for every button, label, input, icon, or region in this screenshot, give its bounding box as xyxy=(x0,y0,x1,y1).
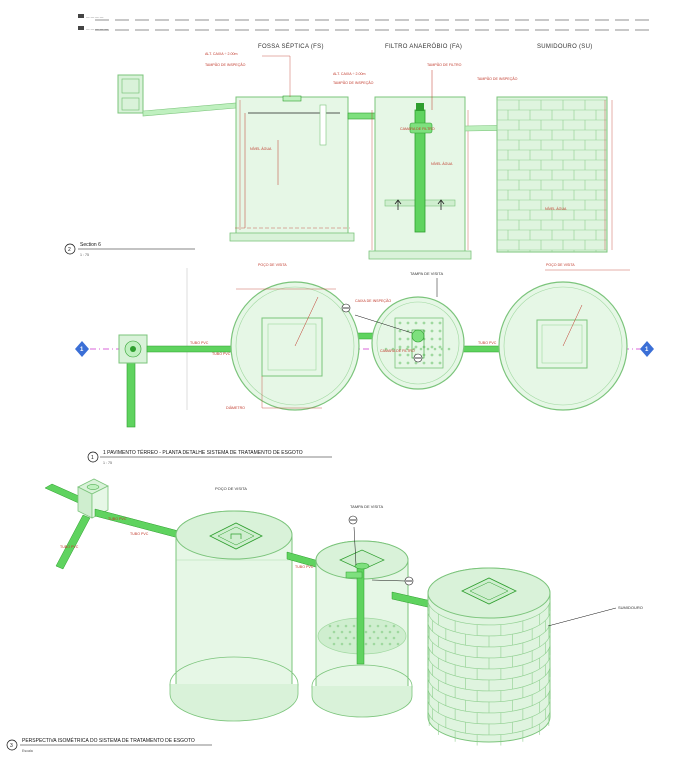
plan-filtro-tee-label: CAMARA DE FILTRO xyxy=(380,349,415,353)
plan-fossa-bottom-label: DIÂMETRO xyxy=(226,406,245,410)
plan-view: 1 1 xyxy=(75,263,654,465)
inspection-box-section xyxy=(117,74,144,114)
iso-title: PERSPECTIVA ISOMÉTRICA DO SISTEMA DE TRA… xyxy=(22,737,195,744)
svg-text:1: 1 xyxy=(80,347,84,353)
section-title: Section 6 xyxy=(80,242,101,248)
section-tag-right: 1 xyxy=(640,341,654,357)
isometric-view: TUBO PVC TUBO PVC TUBO PVC TUBO PVC POÇO… xyxy=(6,478,643,753)
plan-title-marker: 1 xyxy=(91,455,94,461)
iso-filtro-cover-label: TAMPA DE VISITA xyxy=(350,504,383,509)
svg-text:1: 1 xyxy=(645,347,649,353)
iso-pipe-b-label: TUBO PVC xyxy=(295,565,314,569)
plan-fossa-cover-label: POÇO DE VISITA xyxy=(258,263,287,267)
column-title-sumidouro: SUMIDOURO (SU) xyxy=(537,44,593,50)
fossa-septica-plan xyxy=(230,281,360,411)
plan-title-block: 1 1 PAVIMENTO TÉRREO - PLANTA DETALHE SI… xyxy=(87,449,332,465)
iso-fossa-cover-label: POÇO DE VISITA xyxy=(215,486,247,491)
plan-pipe-label-1: TUBO PVC xyxy=(190,341,209,345)
sumidouro-plan xyxy=(498,269,630,411)
inspection-box-plan xyxy=(118,334,148,428)
fossa-top-label-2: TAMPÃO DE INSPEÇÃO xyxy=(205,62,246,67)
plan-scale: 1 : 75 xyxy=(103,461,112,465)
sumidouro-section xyxy=(496,96,613,253)
iso-pipe-a-label: TUBO PVC xyxy=(130,532,149,536)
iso-fossa-septica xyxy=(169,510,299,722)
inlet-pipe-section xyxy=(142,102,237,117)
fossa-top-label-1: ALT. CAIXA ÷ 2.00m xyxy=(205,52,237,56)
plan-pipe-label-3: TUBO PVC xyxy=(478,341,497,345)
sheet-header-line-2: — — — — — xyxy=(86,27,108,31)
section-tag-left: 1 xyxy=(75,341,89,357)
iso-inspection-box xyxy=(44,478,109,570)
sheet-header-line-1: — — — — xyxy=(86,15,104,19)
fossa-septica-section xyxy=(229,95,355,242)
section-title-marker: 2 xyxy=(68,247,71,253)
section-title-block: 2 Section 6 1 : 75 xyxy=(64,242,195,257)
filtro-mid-label: CAMARA DE FILTRO xyxy=(400,127,435,131)
section-scale: 1 : 75 xyxy=(80,253,89,257)
plan-filtro-cover-label: TAMPA DE VISITA xyxy=(410,271,443,276)
plan-labels: POÇO DE VISITA TAMPA DE VISITA POÇO DE V… xyxy=(190,263,575,410)
iso-scale: Escala xyxy=(22,749,33,753)
plan-filtro-callout-label: CAIXA DE INSPEÇÃO xyxy=(355,298,391,303)
filtro-anaerobio-plan xyxy=(341,278,465,390)
section-dimension-labels: ALT. CAIXA ÷ 2.00m TAMPÃO DE INSPEÇÃO AL… xyxy=(205,52,567,211)
section-view: FOSSA SÉPTICA (FS) FILTRO ANAERÓBIO (FA)… xyxy=(64,43,613,260)
plan-pipe-label-2: TUBO PVC xyxy=(212,352,231,356)
iso-filtro-anaerobio xyxy=(311,515,414,718)
iso-sumidouro-cover-label: SUMIDOURO xyxy=(618,605,643,610)
iso-sumidouro xyxy=(427,567,617,746)
filtro-top-label-3: TAMPÃO DE FILTRO xyxy=(427,62,462,67)
sumidouro-level-label: NÍVEL ÁGUA xyxy=(545,207,567,211)
filtro-top-label-1: ALT. CAIXA ÷ 2.00m xyxy=(333,72,365,76)
filtro-level-label: NÍVEL ÁGUA xyxy=(431,162,453,166)
iso-pipe-in-label: TUBO PVC xyxy=(60,545,79,549)
sumidouro-top-label: TAMPÃO DE INSPEÇÃO xyxy=(477,76,518,81)
iso-title-block: 3 PERSPECTIVA ISOMÉTRICA DO SISTEMA DE T… xyxy=(6,737,212,753)
plan-title: 1 PAVIMENTO TÉRREO - PLANTA DETALHE SIST… xyxy=(103,449,303,456)
column-title-fossa: FOSSA SÉPTICA (FS) xyxy=(258,43,324,50)
plan-sumidouro-cover-label: POÇO DE VISITA xyxy=(546,263,575,267)
column-title-filtro: FILTRO ANAERÓBIO (FA) xyxy=(385,43,462,50)
iso-pipe-tee-label: TUBO PVC xyxy=(108,517,127,521)
filtro-anaerobio-section xyxy=(368,70,472,260)
iso-labels: TUBO PVC TUBO PVC TUBO PVC TUBO PVC POÇO… xyxy=(60,486,643,610)
sheet-header: — — — — — — — — — xyxy=(78,14,655,31)
iso-title-marker: 3 xyxy=(10,743,13,749)
filtro-top-label-2: TAMPÃO DE INSPEÇÃO xyxy=(333,80,374,85)
fossa-level-label: NÍVEL ÁGUA xyxy=(250,147,272,151)
